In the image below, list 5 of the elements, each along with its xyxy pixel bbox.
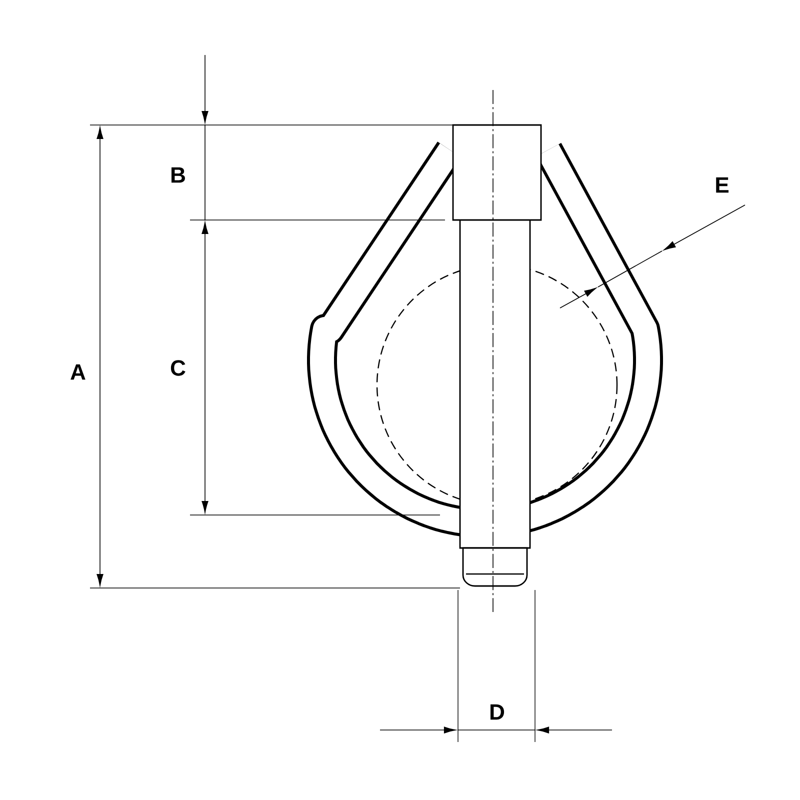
dimension-label: B [172, 167, 185, 183]
dimension-label: A [70, 364, 86, 380]
dimension-label: C [170, 360, 186, 376]
dimension-label: E [716, 177, 729, 193]
dimension-label: D [490, 704, 504, 720]
